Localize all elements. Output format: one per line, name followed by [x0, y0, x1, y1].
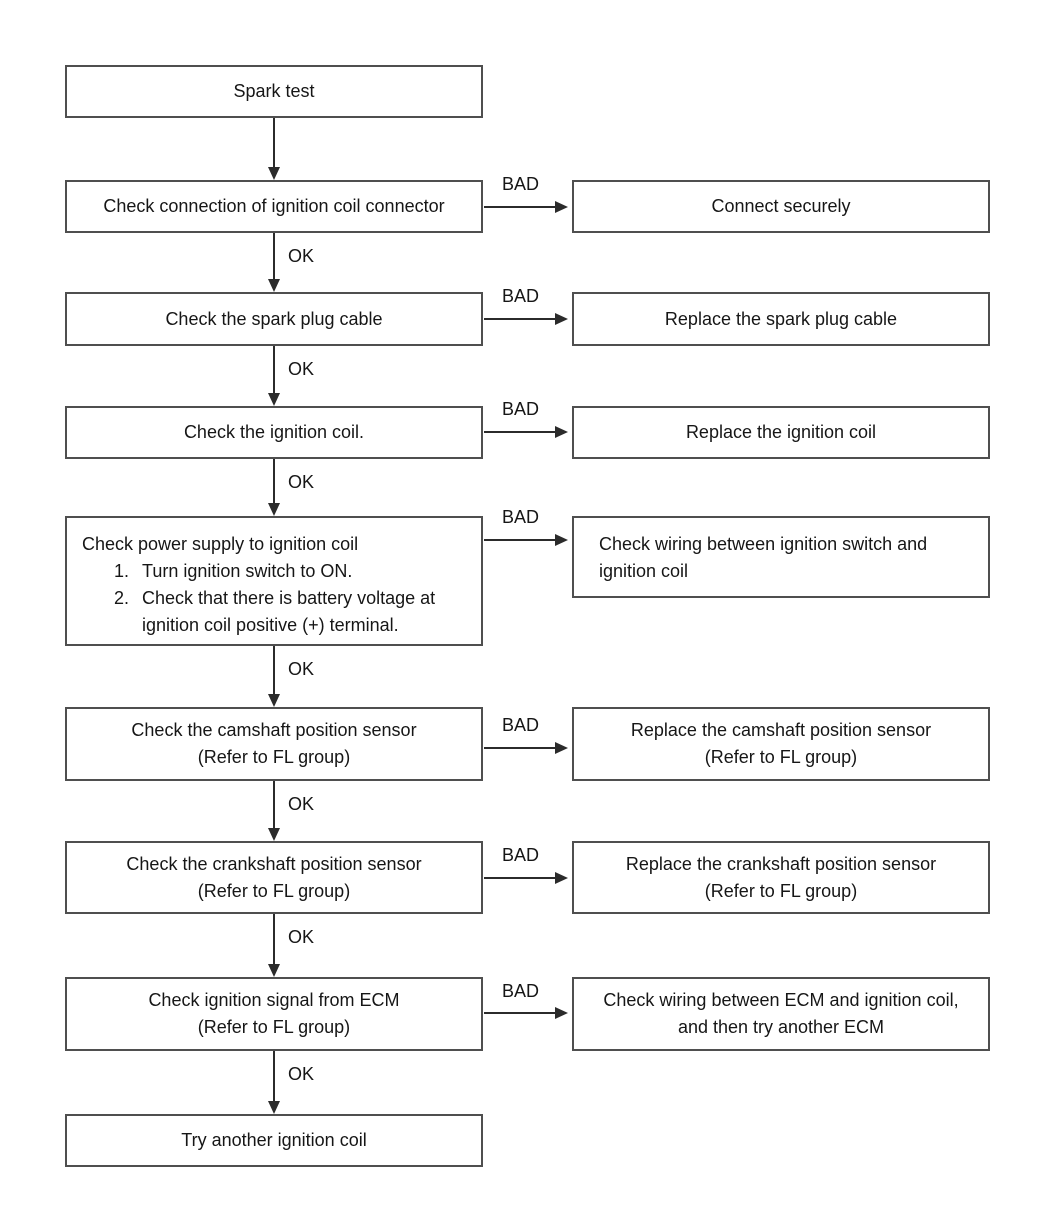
- arrow-right-icon: [555, 426, 568, 438]
- arrow-right-icon: [555, 201, 568, 213]
- arrow-down-icon: [268, 393, 280, 406]
- ok-label: OK: [288, 472, 315, 492]
- list-number-1: 1.: [114, 561, 130, 581]
- arrow-down-icon: [268, 279, 280, 292]
- arrow-down-icon: [268, 167, 280, 180]
- connector-start-to-check-coil-connector: [273, 118, 275, 167]
- node-connect-securely-label: Connect securely: [711, 196, 851, 216]
- bad-label: BAD: [502, 286, 540, 306]
- node-replace-ignition-coil-label: Replace the ignition coil: [685, 422, 877, 442]
- node-replace-crankshaft-sensor: Replace the crankshaft position sensor (…: [572, 841, 990, 914]
- connector-ecm-signal-to-try-another-coil: [273, 1051, 275, 1101]
- connector-bad-replace-camshaft: [484, 747, 555, 749]
- node-check-ignition-coil: Check the ignition coil.: [65, 406, 483, 459]
- node-replace-crankshaft-sensor-label: Replace the crankshaft position sensor (…: [625, 853, 937, 901]
- bad-label: BAD: [502, 507, 540, 527]
- connector-spark-plug-cable-to-ignition-coil: [273, 346, 275, 393]
- arrow-down-icon: [268, 503, 280, 516]
- node-replace-camshaft-sensor: Replace the camshaft position sensor (Re…: [572, 707, 990, 781]
- connector-bad-replace-spark-plug-cable: [484, 318, 555, 320]
- arrow-down-icon: [268, 1101, 280, 1114]
- node-spark-test: Spark test: [65, 65, 483, 118]
- ok-label: OK: [288, 246, 315, 266]
- bad-label: BAD: [502, 715, 540, 735]
- arrow-right-icon: [555, 534, 568, 546]
- node-check-power-supply: Check power supply to ignition coil 1. T…: [65, 516, 483, 646]
- node-check-power-supply-item2: 2. Check that there is battery voltage a…: [67, 585, 481, 639]
- node-try-another-coil: Try another ignition coil: [65, 1114, 483, 1167]
- node-check-coil-connector-label: Check connection of ignition coil connec…: [103, 196, 445, 216]
- node-check-ecm-signal-label: Check ignition signal from ECM (Refer to…: [148, 990, 400, 1037]
- node-check-wiring-ignition-switch: Check wiring between ignition switch and…: [572, 516, 990, 598]
- node-connect-securely: Connect securely: [572, 180, 990, 233]
- ok-label: OK: [288, 359, 315, 379]
- arrow-down-icon: [268, 964, 280, 977]
- connector-ignition-coil-to-power-supply: [273, 459, 275, 503]
- list-number-2: 2.: [114, 588, 130, 608]
- arrow-down-icon: [268, 694, 280, 707]
- node-check-wiring-ignition-switch-label: Check wiring between ignition switch and…: [599, 534, 928, 581]
- node-spark-test-label: Spark test: [233, 81, 315, 101]
- node-check-ignition-coil-label: Check the ignition coil.: [183, 422, 365, 442]
- node-check-spark-plug-cable: Check the spark plug cable: [65, 292, 483, 346]
- ok-label: OK: [288, 927, 315, 947]
- node-try-another-coil-label: Try another ignition coil: [181, 1130, 367, 1150]
- arrow-right-icon: [555, 313, 568, 325]
- bad-label: BAD: [502, 981, 540, 1001]
- arrow-right-icon: [555, 1007, 568, 1019]
- node-check-ecm-signal: Check ignition signal from ECM (Refer to…: [65, 977, 483, 1051]
- node-check-wiring-ecm: Check wiring between ECM and ignition co…: [572, 977, 990, 1051]
- connector-bad-check-wiring-ignition-switch: [484, 539, 555, 541]
- arrow-down-icon: [268, 828, 280, 841]
- connector-check-coil-connector-to-spark-plug-cable: [273, 233, 275, 279]
- ok-label: OK: [288, 794, 315, 814]
- connector-crankshaft-to-ecm-signal: [273, 914, 275, 964]
- ok-label: OK: [288, 1064, 315, 1084]
- node-replace-camshaft-sensor-label: Replace the camshaft position sensor (Re…: [630, 720, 932, 767]
- node-check-power-supply-item1: 1. Turn ignition switch to ON.: [67, 558, 481, 585]
- node-replace-spark-plug-cable-label: Replace the spark plug cable: [664, 308, 898, 329]
- connector-bad-replace-ignition-coil: [484, 431, 555, 433]
- node-check-crankshaft-sensor: Check the crankshaft position sensor (Re…: [65, 841, 483, 914]
- node-check-coil-connector: Check connection of ignition coil connec…: [65, 180, 483, 233]
- bad-label: BAD: [502, 845, 540, 865]
- node-check-power-supply-title: Check power supply to ignition coil: [82, 534, 359, 554]
- node-replace-ignition-coil: Replace the ignition coil: [572, 406, 990, 459]
- node-check-wiring-ecm-label: Check wiring between ECM and ignition co…: [603, 990, 959, 1037]
- node-check-camshaft-sensor: Check the camshaft position sensor (Refe…: [65, 707, 483, 781]
- node-replace-spark-plug-cable: Replace the spark plug cable: [572, 292, 990, 346]
- arrow-right-icon: [555, 872, 568, 884]
- list-item-1-text: Turn ignition switch to ON.: [142, 561, 353, 581]
- connector-bad-check-wiring-ecm: [484, 1012, 555, 1014]
- bad-label: BAD: [502, 174, 540, 194]
- node-check-camshaft-sensor-label: Check the camshaft position sensor (Refe…: [131, 720, 417, 767]
- connector-power-supply-to-camshaft: [273, 646, 275, 694]
- connector-bad-replace-crankshaft: [484, 877, 555, 879]
- ok-label: OK: [288, 659, 315, 679]
- list-item-2-text: Check that there is battery voltage at i…: [142, 588, 436, 635]
- node-check-spark-plug-cable-label: Check the spark plug cable: [165, 308, 383, 329]
- arrow-right-icon: [555, 742, 568, 754]
- connector-camshaft-to-crankshaft: [273, 781, 275, 828]
- node-check-crankshaft-sensor-label: Check the crankshaft position sensor (Re…: [126, 853, 422, 901]
- bad-label: BAD: [502, 399, 540, 419]
- connector-bad-connect-securely: [484, 206, 555, 208]
